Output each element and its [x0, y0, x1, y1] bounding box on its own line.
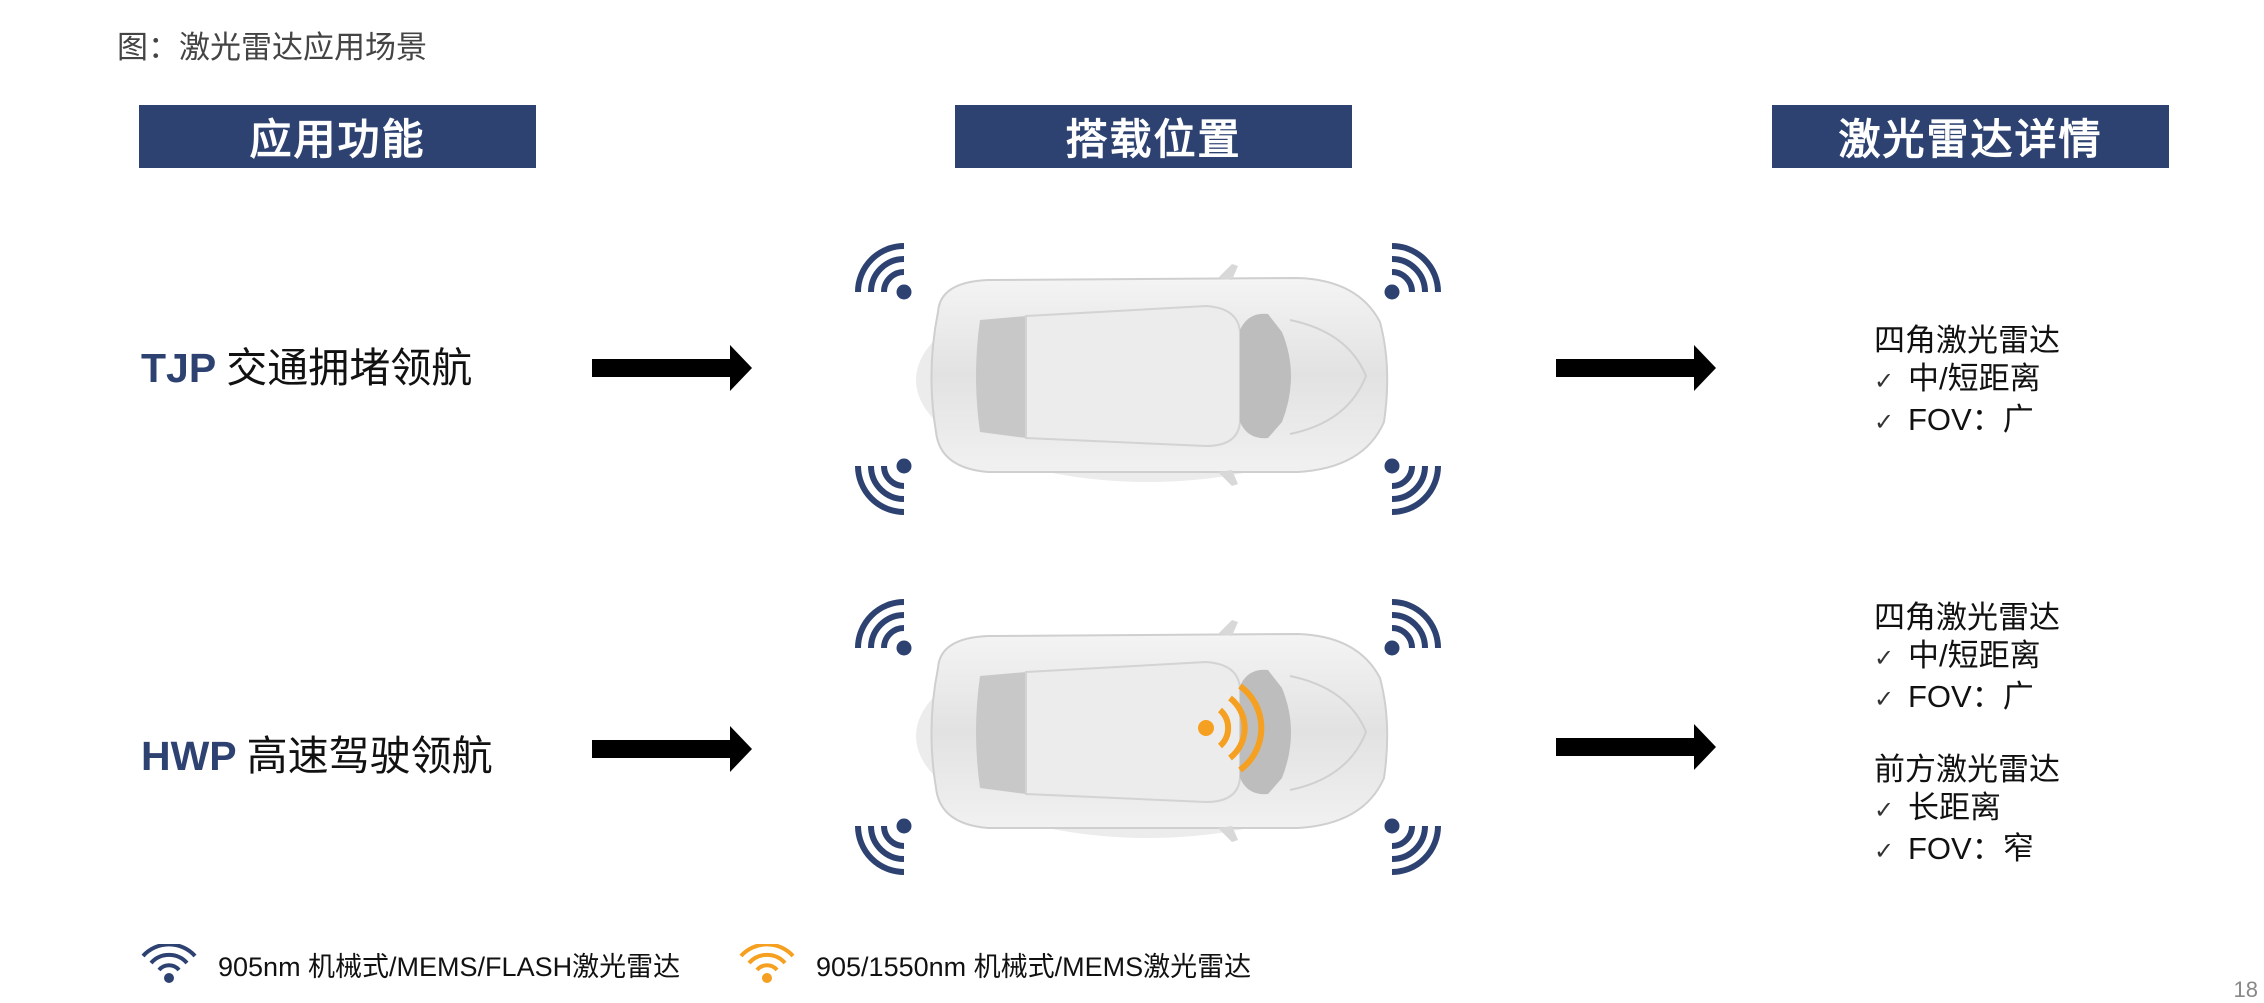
detail-item: FOV：窄 — [1908, 831, 2034, 866]
arrow-icon — [592, 345, 752, 391]
check-icon: ✓ — [1874, 645, 1895, 672]
arrow-icon — [592, 726, 752, 772]
legend-item-905nm: 905nm 机械式/MEMS/FLASH激光雷达 — [140, 944, 680, 984]
detail-title: 四角激光雷达 — [1874, 323, 2060, 358]
detail-item: FOV：广 — [1908, 679, 2034, 714]
function-abbr: TJP — [141, 345, 217, 391]
lidar-wave-icon — [1385, 819, 1439, 873]
lidar-wave-icon — [858, 819, 912, 873]
detail-item: 长距离 — [1908, 790, 2001, 825]
check-icon: ✓ — [1874, 797, 1895, 824]
arrow-icon — [1556, 724, 1716, 770]
arrow-icon — [1556, 345, 1716, 391]
legend-label: 905/1550nm 机械式/MEMS激光雷达 — [816, 951, 1252, 982]
lidar-wave-icon — [1385, 602, 1439, 656]
header-position: 搭载位置 — [955, 105, 1352, 168]
detail-item: 中/短距离 — [1908, 638, 2041, 673]
check-icon: ✓ — [1874, 409, 1895, 436]
function-name: 交通拥堵领航 — [226, 345, 473, 391]
lidar-wave-icon — [858, 459, 912, 513]
detail-item: FOV：广 — [1908, 402, 2034, 437]
detail-block: 四角激光雷达 ✓ 中/短距离 ✓ FOV：广 — [1874, 599, 2060, 719]
wifi-icon — [739, 944, 795, 983]
detail-block: 前方激光雷达 ✓ 长距离 ✓ FOV：窄 — [1874, 751, 2060, 871]
lidar-wave-icon — [858, 246, 912, 300]
check-icon: ✓ — [1874, 368, 1895, 395]
function-abbr: HWP — [141, 733, 237, 779]
detail-block: 四角激光雷达 ✓ 中/短距离 ✓ FOV：广 — [1874, 322, 2060, 442]
header-function: 应用功能 — [139, 105, 536, 168]
detail-title: 四角激光雷达 — [1874, 600, 2060, 635]
detail-title: 前方激光雷达 — [1874, 752, 2060, 787]
header-details: 激光雷达详情 — [1772, 105, 2169, 168]
car-image-tjp — [915, 263, 1389, 487]
page-number: 18 — [2233, 977, 2258, 1002]
lidar-wave-icon — [1385, 246, 1439, 300]
check-icon: ✓ — [1874, 686, 1895, 713]
lidar-wave-icon — [1385, 459, 1439, 513]
lidar-wave-icon — [858, 602, 912, 656]
function-name: 高速驾驶领航 — [246, 733, 493, 779]
wifi-icon — [141, 944, 197, 983]
front-lidar-wave-icon — [1198, 683, 1265, 773]
legend-label: 905nm 机械式/MEMS/FLASH激光雷达 — [218, 951, 681, 982]
legend-item-1550nm: 905/1550nm 机械式/MEMS激光雷达 — [738, 944, 1251, 984]
car-image-hwp — [915, 619, 1389, 843]
figure-title: 图：激光雷达应用场景 — [117, 30, 427, 65]
detail-item: 中/短距离 — [1908, 361, 2041, 396]
check-icon: ✓ — [1874, 838, 1895, 865]
